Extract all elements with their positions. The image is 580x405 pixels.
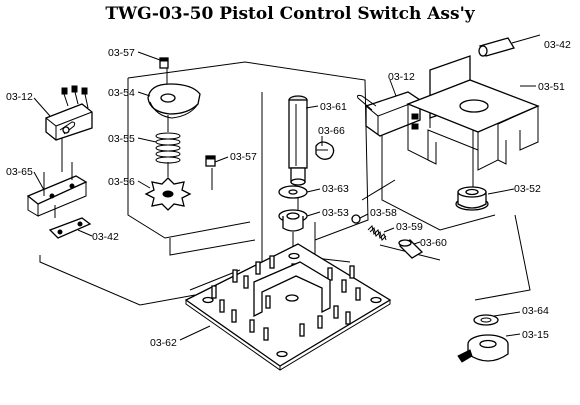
steel-ball [351,214,361,224]
label-03-54: 03-54 [108,87,135,99]
label-03-42-left: 03-42 [92,231,119,243]
spring-upper [155,132,181,164]
star-gear [144,177,192,211]
plunger [398,239,424,259]
label-03-58: 03-58 [370,207,397,219]
cylindrical-pin-right [478,34,541,57]
bushing [278,209,308,232]
label-03-59: 03-59 [396,221,423,233]
cap-disc [473,314,499,326]
mounting-bracket-left [26,162,88,217]
label-03-12-left: 03-12 [6,91,33,103]
small-plate-left [48,217,92,239]
small-pin-right [205,155,216,167]
label-03-63: 03-63 [322,183,349,195]
label-03-66: 03-66 [318,125,345,137]
label-03-51: 03-51 [538,81,565,93]
label-03-12-right: 03-12 [388,71,415,83]
housing-bracket [406,55,540,171]
base-plate [184,243,392,371]
label-03-65: 03-65 [6,166,33,178]
leader-lines [33,51,536,341]
part-labels: 03-57 03-54 03-55 03-57 03-56 03-12 03-6… [6,39,571,349]
shaft-rod [288,95,308,186]
retaining-clip [315,141,335,160]
label-03-57-top: 03-57 [108,47,135,59]
label-03-62: 03-62 [150,337,177,349]
label-03-56: 03-56 [108,176,135,188]
washer [278,185,308,199]
spacer-ring [455,186,489,211]
label-03-53: 03-53 [322,207,349,219]
label-03-42-right: 03-42 [544,39,571,51]
label-03-52: 03-52 [514,183,541,195]
diagram-title: TWG-03-50 Pistol Control Switch Ass'y [105,4,475,24]
label-03-55: 03-55 [108,133,135,145]
label-03-15: 03-15 [522,329,549,341]
spring-small [367,225,387,241]
label-03-60: 03-60 [420,237,447,249]
cam-part [147,83,201,119]
micro-switch-left [45,85,93,141]
control-knob [457,334,509,363]
label-03-64: 03-64 [522,305,549,317]
micro-switch-right [357,91,421,137]
label-03-57-right: 03-57 [230,151,257,163]
label-03-61: 03-61 [320,101,347,113]
small-pin-top [159,57,169,69]
